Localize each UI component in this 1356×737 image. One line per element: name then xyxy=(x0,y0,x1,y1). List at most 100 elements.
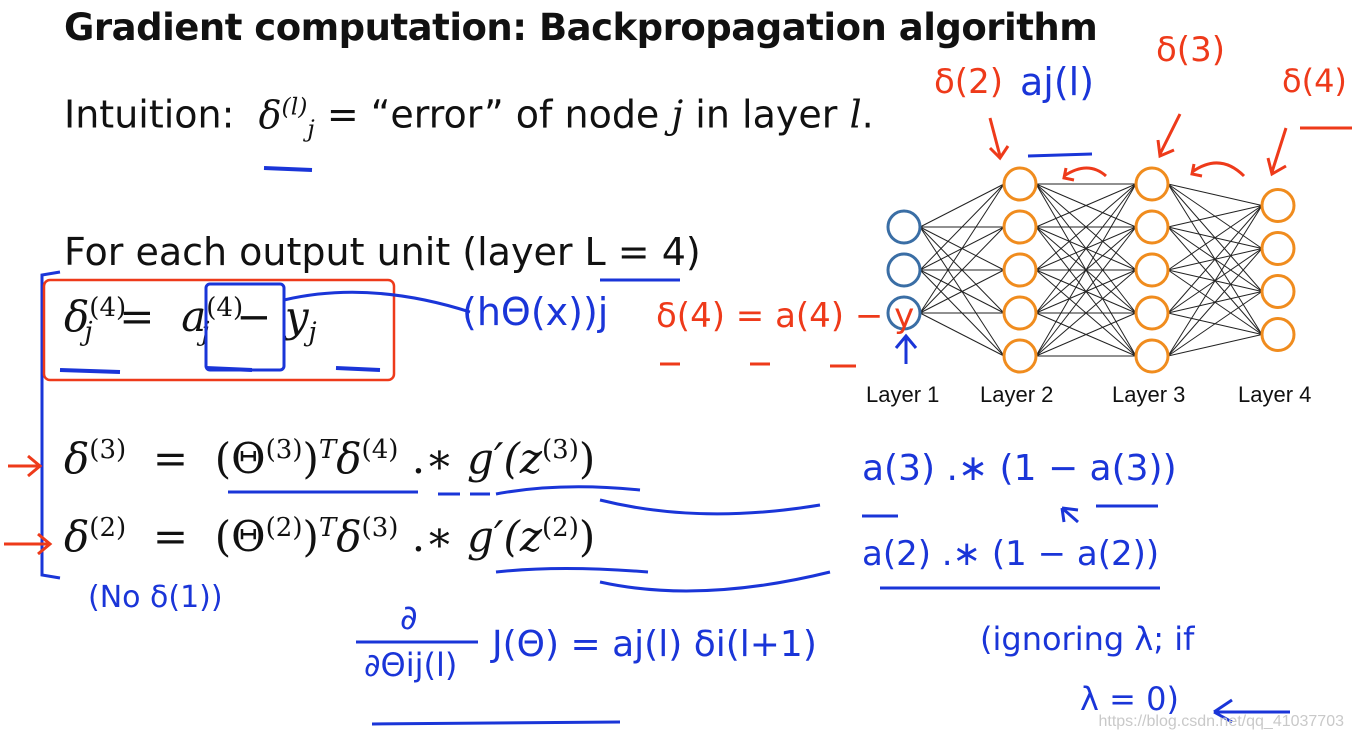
network-edge xyxy=(1167,205,1263,314)
network-edge xyxy=(1167,183,1263,206)
for-each-output-line: For each output unit (layer L = 4) xyxy=(64,230,701,274)
layer-4-label: Layer 4 xyxy=(1238,382,1312,407)
underline-delta xyxy=(263,166,313,172)
derivative-equation: J(Θ) = aj(l) δi(l+1) xyxy=(492,624,817,665)
eq2-close: ) xyxy=(302,512,319,561)
underline-top-a xyxy=(1027,152,1093,158)
eq4-y: y xyxy=(284,292,309,341)
red-curl-arrow-a xyxy=(1062,166,1107,182)
eq3-theta: (Θ xyxy=(214,434,266,483)
eq3-sup: (3) xyxy=(89,435,127,465)
derivative-denominator: ∂Θij(l) xyxy=(364,646,458,684)
eq3-z-sup: (3) xyxy=(541,435,579,465)
eq4-y-sub: j xyxy=(308,317,317,348)
eq2-g: g′(z xyxy=(467,512,542,561)
network-edge xyxy=(1035,269,1137,357)
watermark: https://blog.csdn.net/qq_41037703 xyxy=(1098,713,1344,730)
network-node-layer-3 xyxy=(1134,252,1170,288)
link-stroke xyxy=(283,290,471,314)
arrow-up-a3 xyxy=(1060,506,1079,524)
underline-eq3-g xyxy=(438,485,641,496)
eq3-delta: δ xyxy=(64,434,90,483)
network-node-layer-3 xyxy=(1134,338,1170,374)
eq3-theta-sup: (3) xyxy=(265,435,303,465)
network-node-layer-2 xyxy=(1002,209,1038,245)
layer-3-label: Layer 3 xyxy=(1112,382,1186,407)
eq4-a: a xyxy=(181,292,207,341)
network-edge xyxy=(1035,183,1137,314)
equation-delta-2: δ(2) = (Θ(2))Tδ(3) .∗ g′(z(2)) xyxy=(64,512,595,561)
network-node-layer-3 xyxy=(1134,166,1170,202)
network-node-layer-4 xyxy=(1260,317,1296,352)
eq2-delta-rhs-sup: (3) xyxy=(361,513,399,543)
eq2-delta-rhs: δ xyxy=(336,512,362,561)
red-arrow-eq3 xyxy=(8,454,43,478)
network-edge xyxy=(1035,226,1137,357)
eq3-end: ) xyxy=(578,434,596,483)
intuition-end: . xyxy=(861,92,874,137)
equation-delta-4: δ(4)j = a(4)j − yj xyxy=(64,292,317,347)
eq2-sup: (2) xyxy=(89,513,127,543)
network-edge xyxy=(919,226,1005,314)
no-delta1-note: (No δ(1)) xyxy=(88,580,223,615)
a2-expression: a(2) .∗ (1 − a(2)) xyxy=(862,534,1160,574)
network-node-layer-3 xyxy=(1134,295,1170,331)
ignoring-lambda-note: (ignoring λ; if xyxy=(980,620,1195,658)
red-arrow-delta2 xyxy=(988,117,1010,161)
network-node-layer-2 xyxy=(1002,295,1038,331)
eq2-T: T xyxy=(318,513,337,543)
eq4-minus: − xyxy=(236,292,272,341)
eq2-theta: (Θ xyxy=(214,512,266,561)
red-arrow-eq2 xyxy=(4,532,53,556)
network-edge xyxy=(1035,312,1137,357)
network-edge xyxy=(1035,183,1137,228)
network-node-layer-4 xyxy=(1260,231,1296,266)
intuition-j: j xyxy=(671,92,684,137)
eq4-equals: = xyxy=(119,292,155,341)
left-bracket-stroke xyxy=(40,270,61,580)
h-theta-annotation: (hΘ(x))j xyxy=(462,290,609,334)
eq3-delta-rhs: δ xyxy=(336,434,362,483)
network-node-layer-4 xyxy=(1260,188,1296,223)
layer-2-label: Layer 2 xyxy=(980,382,1054,407)
intuition-line: Intuition: δ(l)j = “error” of node j in … xyxy=(64,92,874,142)
network-edge xyxy=(1167,205,1263,228)
delta2-annotation: δ(2) xyxy=(934,62,1003,102)
red-delta4-equation: δ(4) = a(4) − y xyxy=(656,296,915,336)
red-arrow-delta3 xyxy=(1156,113,1182,159)
eq2-end: ) xyxy=(578,512,596,561)
eq4-sub: j xyxy=(84,317,93,348)
eq3-op: .∗ xyxy=(411,434,454,483)
eq2-z-sup: (2) xyxy=(541,513,579,543)
red-arrow-delta4 xyxy=(1266,127,1288,177)
network-edge xyxy=(1167,334,1263,357)
eq2-theta-sup: (2) xyxy=(265,513,303,543)
eq3-T: T xyxy=(318,435,337,465)
eq2-equals: = xyxy=(152,512,189,561)
network-node-layer-1 xyxy=(886,252,922,288)
underline-deriv xyxy=(371,720,621,726)
network-node-layer-2 xyxy=(1002,252,1038,288)
eq4-sup: (4) xyxy=(89,293,127,323)
lambda-zero-note: λ = 0) xyxy=(1080,680,1179,718)
network-node-layer-2 xyxy=(1002,166,1038,202)
network-edge xyxy=(919,183,1005,314)
red-curl-arrow-b xyxy=(1190,161,1246,178)
network-edge xyxy=(919,312,1005,357)
delta4-annotation: δ(4) xyxy=(1282,62,1347,100)
derivative-numerator: ∂ xyxy=(400,598,418,638)
network-node-layer-3 xyxy=(1134,209,1170,245)
arrow-left-lambda xyxy=(1213,698,1290,724)
eq2-delta: δ xyxy=(64,512,90,561)
a3-expression: a(3) .∗ (1 − a(3)) xyxy=(862,448,1177,489)
link-eq2 xyxy=(599,570,831,593)
underline-eq2-g xyxy=(495,567,649,574)
slide-title: Gradient computation: Backpropagation al… xyxy=(64,6,1098,49)
link-eq3 xyxy=(599,498,821,516)
intuition-prefix: Intuition: xyxy=(64,92,235,137)
network-edge xyxy=(1167,205,1263,357)
underline-eq4-y xyxy=(335,366,381,372)
network-node-layer-1 xyxy=(886,295,922,331)
